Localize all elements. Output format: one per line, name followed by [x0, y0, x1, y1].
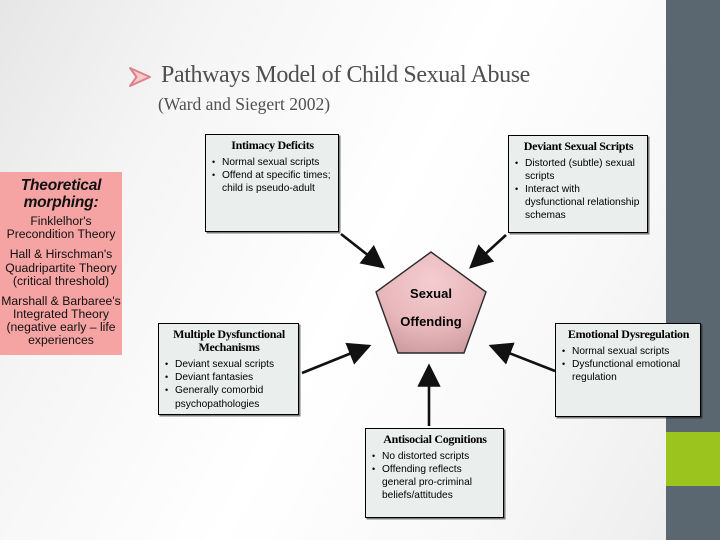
bullet-list: •Distorted (subtle) sexual scripts •Inte… — [515, 157, 642, 222]
pentagon-label: Sexual Offending — [400, 286, 462, 329]
bullet-icon: • — [515, 158, 519, 169]
multiple-dysfunctional-mechanisms-box: Multiple Dysfunctional Mechanisms •Devia… — [158, 323, 299, 415]
bullet-item: •Interact with dysfunctional relationshi… — [515, 184, 640, 222]
bullet-item: •Normal sexual scripts — [212, 157, 320, 169]
bullet-icon: • — [562, 346, 566, 357]
bullet-icon: • — [372, 464, 376, 475]
bullet-list: •Normal sexual scripts •Dysfunctional em… — [562, 345, 695, 384]
bullet-item: •Normal sexual scripts — [562, 346, 670, 358]
bullet-item: •Offend at specific times; child is pseu… — [212, 170, 331, 195]
pentagon-shape — [375, 251, 487, 354]
box-title: Deviant Sexual Scripts — [523, 139, 634, 153]
bullet-list: •Deviant sexual scripts •Deviant fantasi… — [165, 358, 293, 410]
bullet-item: •Deviant sexual scripts — [165, 359, 275, 371]
bullet-item: •Dysfunctional emotional regulation — [562, 359, 681, 384]
arrow-multiple-to-pentagon — [301, 342, 372, 375]
bullet-icon: • — [165, 359, 169, 370]
box-title: Emotional Dysregulation — [567, 327, 690, 341]
green-accent-square — [666, 432, 720, 486]
box-title: Antisocial Cognitions — [383, 432, 487, 446]
bullet-item: •Offending reflects general pro-criminal… — [372, 464, 473, 502]
bullet-icon: • — [165, 385, 169, 396]
deviant-sexual-scripts-box: Deviant Sexual Scripts •Distorted (subtl… — [508, 135, 648, 233]
bullet-icon: • — [372, 451, 376, 462]
bullet-icon: • — [515, 184, 519, 195]
bullet-icon: • — [165, 372, 169, 383]
bullet-item: •Distorted (subtle) sexual scripts — [515, 158, 635, 183]
bullet-list: •Normal sexual scripts •Offend at specif… — [212, 156, 333, 195]
box-title: Multiple Dysfunctional Mechanisms — [173, 327, 285, 355]
theory-item: Finklelhor's Precondition Theory — [6, 214, 116, 242]
intimacy-deficits-box: Intimacy Deficits •Normal sexual scripts… — [205, 134, 339, 232]
sexual-offending-pentagon: Sexual Offending — [374, 250, 488, 355]
bullet-list: •No distorted scripts •Offending reflect… — [372, 450, 498, 502]
title-arrow-icon — [128, 66, 153, 93]
slide-title: Pathways Model of Child Sexual Abuse — [161, 62, 530, 88]
box-title: Intimacy Deficits — [231, 138, 314, 152]
arrow-emotional-to-pentagon — [488, 342, 556, 373]
theory-item: Marshall & Barbaree's Integrated Theory … — [1, 293, 121, 348]
theoretical-morphing-heading: Theoretical morphing: — [20, 177, 102, 212]
antisocial-cognitions-box: Antisocial Cognitions •No distorted scri… — [365, 428, 504, 518]
slide-subtitle: (Ward and Siegert 2002) — [158, 94, 331, 114]
bullet-item: •Generally comorbid psychopathologies — [165, 385, 264, 410]
bullet-icon: • — [212, 157, 216, 168]
bullet-item: •Deviant fantasies — [165, 372, 254, 384]
theoretical-morphing-panel: Theoretical morphing: Finklelhor's Preco… — [0, 172, 122, 355]
bullet-icon: • — [562, 359, 566, 370]
theory-item: Hall & Hirschman's Quadripartite Theory … — [5, 247, 117, 288]
bullet-icon: • — [212, 170, 216, 181]
emotional-dysregulation-box: Emotional Dysregulation •Normal sexual s… — [555, 323, 701, 417]
bullet-item: •No distorted scripts — [372, 451, 470, 463]
